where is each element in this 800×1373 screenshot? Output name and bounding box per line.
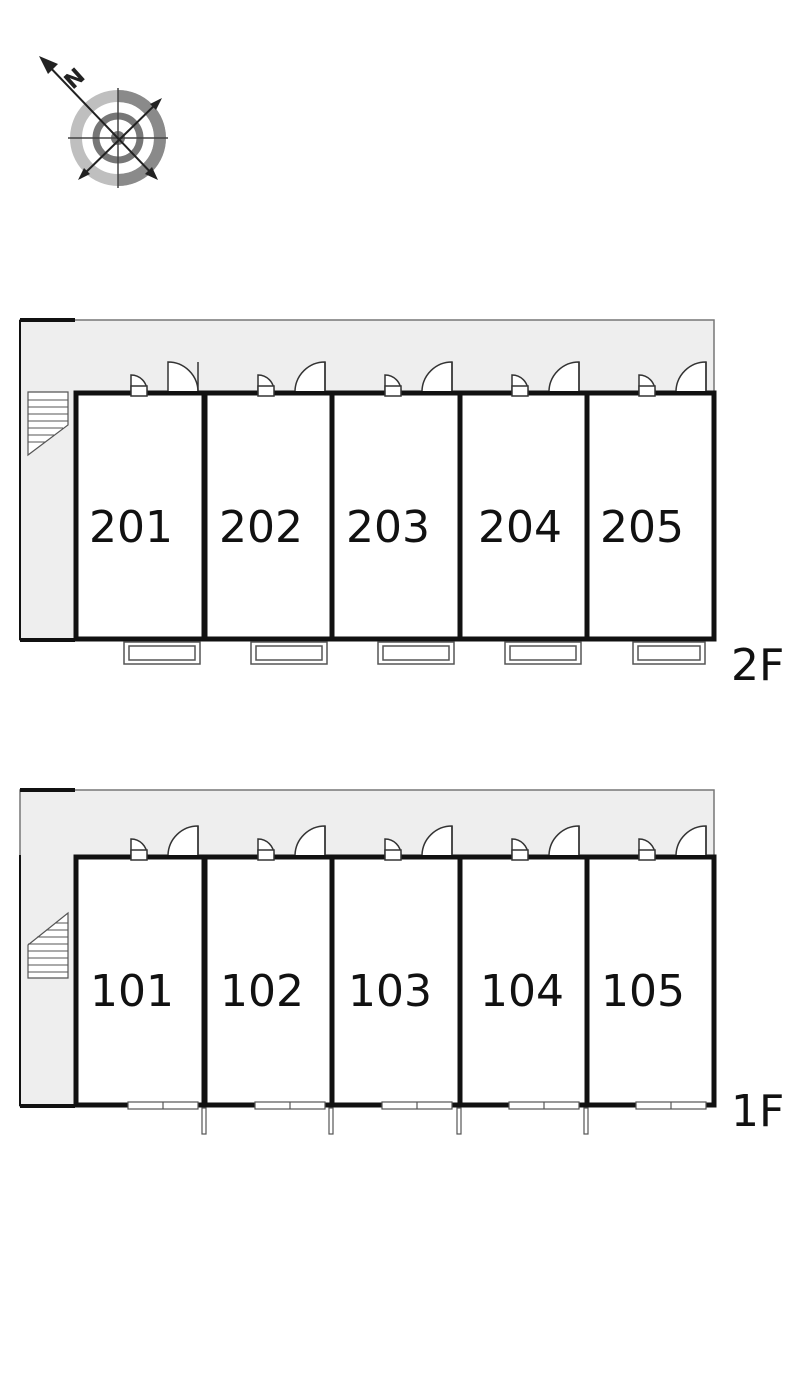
- unit-2f-1: [73, 390, 207, 642]
- unit-label: 102: [220, 966, 304, 1017]
- unit-label: 204: [478, 502, 562, 553]
- doors-2f: [130, 361, 707, 397]
- compass-icon: N: [39, 56, 168, 188]
- unit-label: 201: [89, 502, 173, 553]
- floor-label: 2F: [731, 640, 784, 691]
- unit-label: 105: [601, 966, 685, 1017]
- doors-1f: [130, 825, 707, 861]
- staircase-1f: [27, 911, 69, 979]
- balconies-2f: [123, 641, 706, 665]
- unit-2f-5: [584, 390, 717, 642]
- floor-1f-plan: 101 102 103 104 105 1F: [19, 788, 784, 1137]
- unit-label: 205: [600, 502, 684, 553]
- staircase-2f: [27, 391, 69, 457]
- compass-north-label: N: [60, 64, 90, 95]
- windows-1f: [127, 1101, 707, 1135]
- unit-2f-4: [457, 390, 590, 642]
- floor-label: 1F: [731, 1086, 784, 1137]
- unit-label: 104: [480, 966, 564, 1017]
- unit-2f-2: [202, 390, 335, 642]
- unit-label: 203: [346, 502, 430, 553]
- unit-2f-3: [329, 390, 463, 642]
- floor-2f-plan: 201 202 203 204 205 2F: [19, 318, 784, 691]
- unit-label: 202: [219, 502, 303, 553]
- unit-label: 103: [348, 966, 432, 1017]
- unit-label: 101: [90, 966, 174, 1017]
- unit-1f-5: [584, 854, 717, 1108]
- unit-1f-1: [73, 854, 207, 1108]
